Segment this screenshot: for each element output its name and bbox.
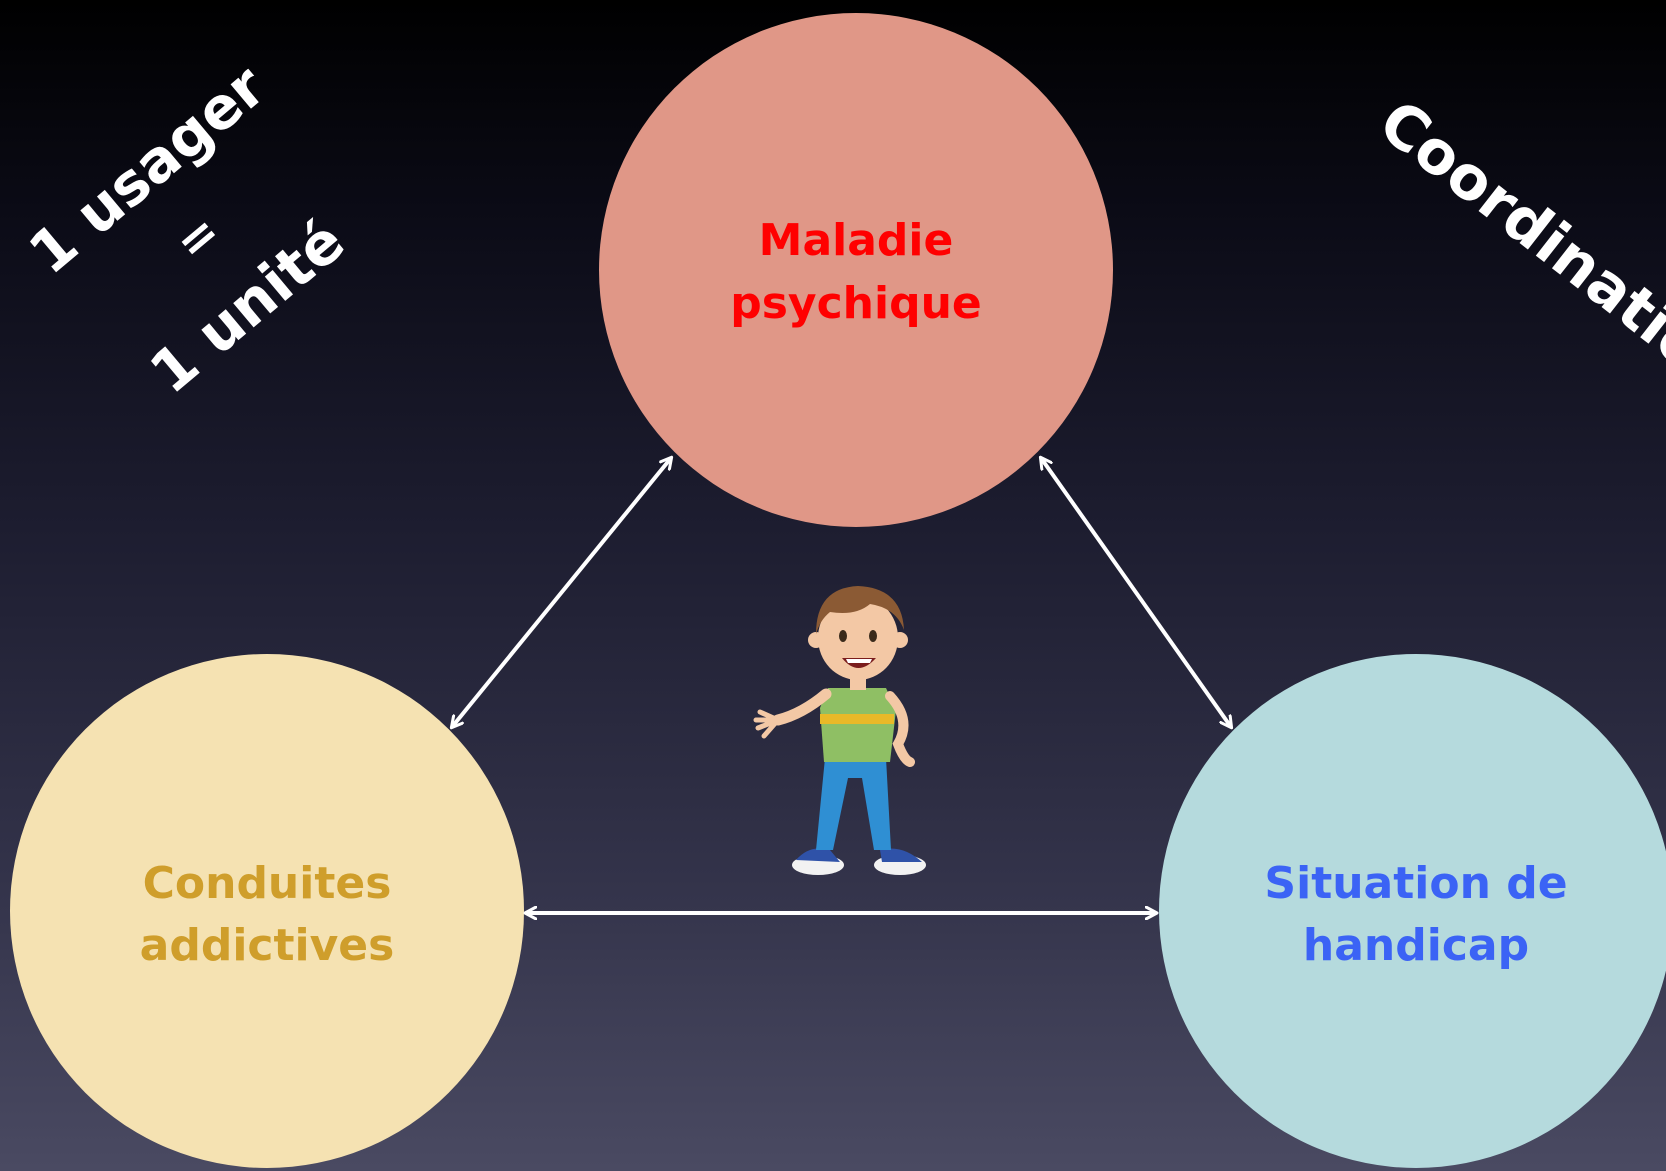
arrow-maladie-situation (1041, 458, 1231, 727)
note-coordination-text: Coordinatio (1366, 87, 1666, 384)
node-circle (1159, 654, 1666, 1168)
note-equals: = (164, 203, 231, 272)
node-maladie-psychique: Maladie psychique (599, 13, 1113, 527)
boy-waving-icon (753, 586, 926, 875)
node-label-line2: psychique (730, 278, 982, 329)
note-coordination: Coordinatio (1366, 87, 1666, 384)
node-label-line2: handicap (1303, 920, 1529, 971)
note-line2: = (164, 203, 231, 272)
node-circle (10, 654, 524, 1168)
node-label-line1: Conduites (143, 858, 392, 909)
note-line1: 1 usager (16, 52, 278, 288)
node-label-line1: Situation de (1264, 858, 1567, 909)
node-situation-de-handicap: Situation de handicap (1159, 654, 1666, 1168)
node-label-line1: Maladie (759, 215, 954, 266)
node-conduites-addictives: Conduites addictives (10, 654, 524, 1168)
node-label-line2: addictives (140, 920, 395, 971)
arrow-maladie-conduites (452, 458, 671, 727)
node-circle (599, 13, 1113, 527)
note-usager-unite: 1 usager (16, 52, 278, 288)
